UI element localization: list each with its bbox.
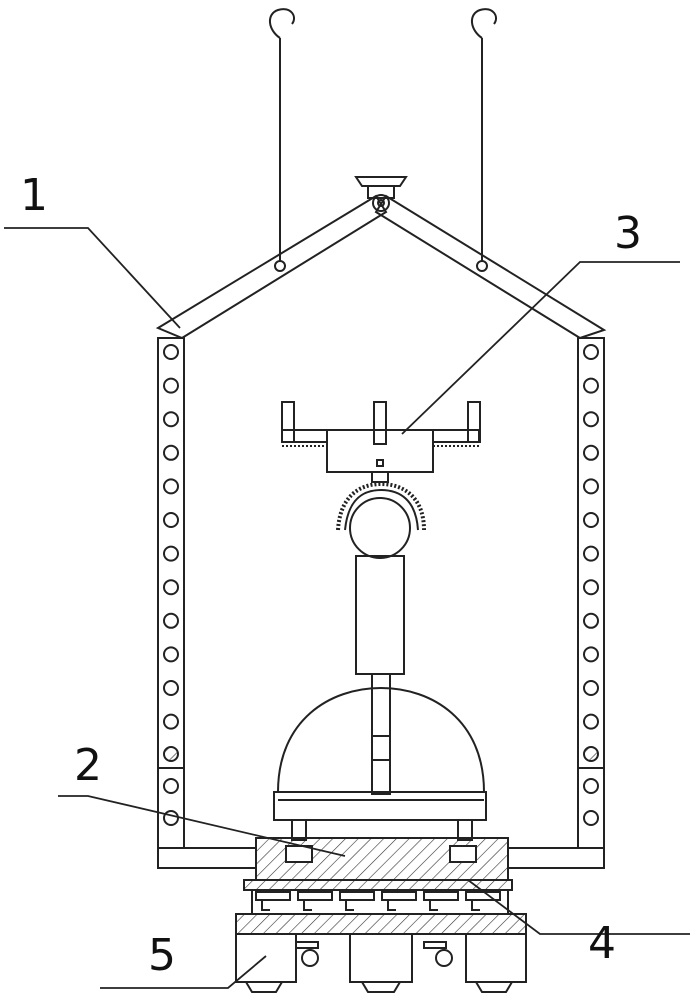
brush-head (338, 484, 424, 558)
mechanism-link (346, 900, 354, 910)
bar-hole (584, 715, 598, 729)
dome-cover (274, 688, 486, 820)
ball-joint (350, 498, 410, 558)
bar-hole (584, 647, 598, 661)
bar-hole (164, 547, 178, 561)
right-vertical-bar (578, 338, 604, 848)
mechanism-cell (466, 892, 500, 900)
bar-hole (584, 614, 598, 628)
bar-hole (164, 647, 178, 661)
bar-hole (584, 446, 598, 460)
hanging-hooks (270, 9, 496, 262)
mechanism-cell (424, 892, 458, 900)
mechanism-cell (298, 892, 332, 900)
bar-hole (164, 614, 178, 628)
callout-5: 5 (148, 930, 176, 981)
bar-hole (164, 412, 178, 426)
top-holder (282, 402, 480, 482)
bar-hole (584, 681, 598, 695)
bar-hole (584, 513, 598, 527)
bar-hole (164, 446, 178, 460)
base-feet (236, 934, 526, 992)
callout-4: 4 (588, 918, 616, 969)
bar-hole (584, 412, 598, 426)
callout-1: 1 (20, 170, 48, 221)
bar-hole (584, 345, 598, 359)
bar-hole (584, 547, 598, 561)
leader-5 (100, 956, 266, 988)
callout-3: 3 (614, 208, 642, 259)
mechanism-link (262, 900, 270, 910)
bar-hole (584, 580, 598, 594)
mechanism-cell (340, 892, 374, 900)
v-frame-beams (158, 196, 604, 338)
support-column (356, 556, 404, 794)
left-beam (158, 196, 386, 338)
right-beam-hole (477, 261, 487, 271)
leader-1 (4, 228, 180, 328)
bar-hole (164, 479, 178, 493)
bar-hole (584, 479, 598, 493)
left-hook-icon (270, 9, 294, 38)
mechanism-cell (256, 892, 290, 900)
bar-hole (164, 345, 178, 359)
top-pivot (356, 177, 406, 211)
mechanism-cell (382, 892, 416, 900)
left-vertical-bar (158, 338, 184, 848)
callout-2: 2 (74, 740, 102, 791)
mechanism-link (430, 900, 438, 910)
mechanism-link (472, 900, 480, 910)
mechanism-row (236, 880, 526, 934)
hatched-base-block (256, 820, 508, 880)
bar-hole (164, 513, 178, 527)
bar-hole (164, 681, 178, 695)
left-beam-hole (275, 261, 285, 271)
mechanism-link (304, 900, 312, 910)
bar-hole (584, 379, 598, 393)
leader-3 (402, 262, 680, 434)
bar-hole (164, 379, 178, 393)
right-hook-icon (472, 9, 496, 38)
mechanism-link (388, 900, 396, 910)
bar-hole (164, 715, 178, 729)
right-beam (376, 196, 604, 338)
bar-hole (164, 580, 178, 594)
